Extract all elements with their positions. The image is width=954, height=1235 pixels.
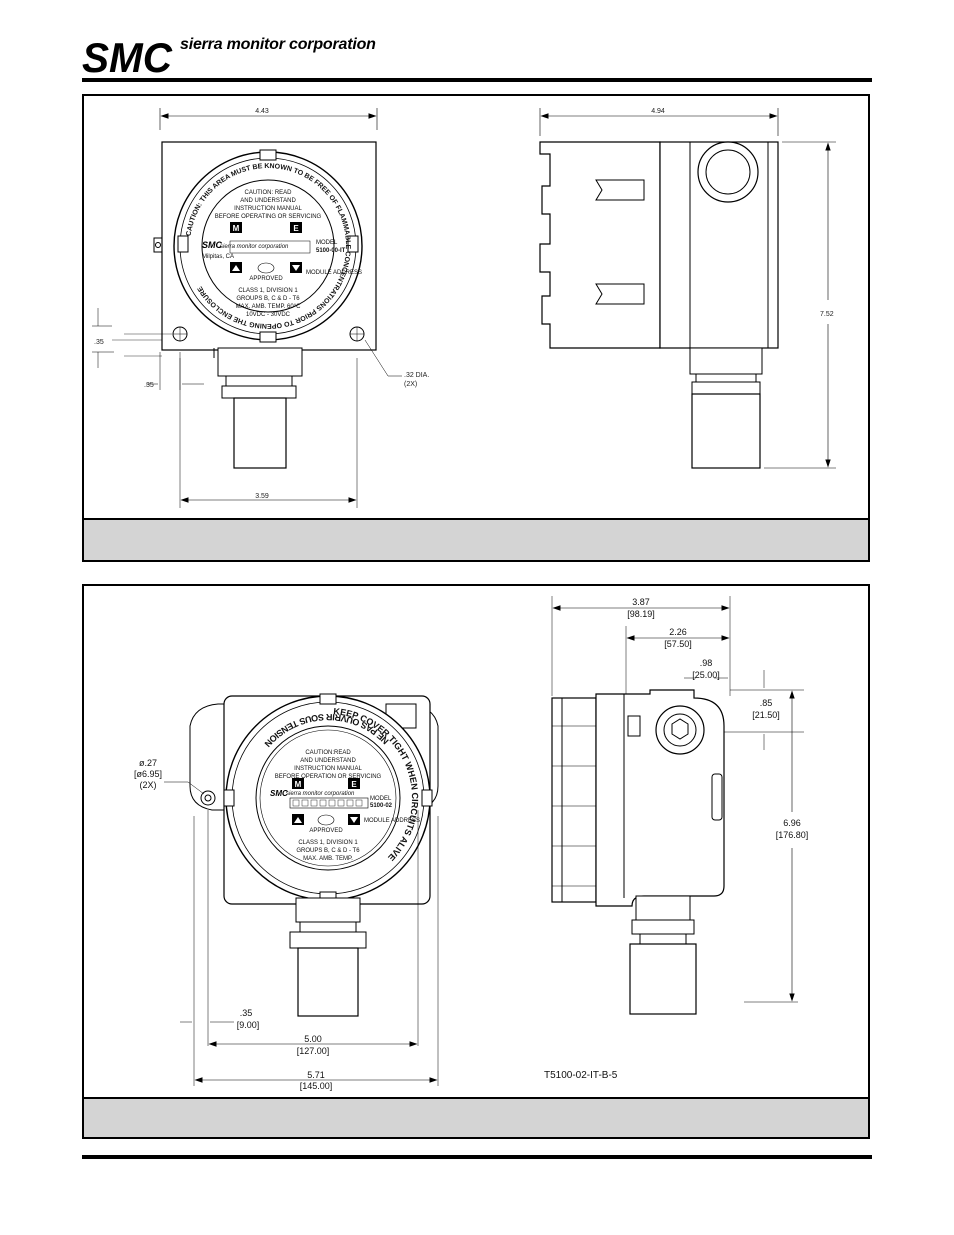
- btn-e-label: E: [293, 224, 299, 233]
- figure-1-caption-bar: [84, 518, 868, 560]
- f2-class-line-1: CLASS 1, DIVISION 1: [298, 840, 358, 846]
- dim-hole-count: (2X): [404, 381, 417, 388]
- f2-conduit-dia: .98: [700, 658, 713, 668]
- fm-approval-icon: [257, 262, 275, 274]
- cover-location: Milpitas, CA: [202, 254, 234, 260]
- figure-1-drawing: 4.43 3.59 .35 .35 .32 DIA. (2X) CAUTION:…: [92, 108, 836, 508]
- page-header: SMC sierra monitor corporation: [82, 36, 872, 80]
- btn-m-label: M: [233, 224, 240, 233]
- dim-front-hole-spacing: 3.59: [255, 493, 269, 500]
- smc-logo: SMC: [82, 38, 173, 76]
- f2-caution-line-2: AND UNDERSTAND: [300, 758, 356, 764]
- f2-overall-width-mm: [145.00]: [300, 1081, 333, 1091]
- f2-height: 6.96: [783, 818, 801, 828]
- figure-2-frame: NE PAS OUVRIR SOUS TENSION KEEP COVER TI…: [82, 584, 870, 1139]
- dim-side-width: 4.94: [651, 108, 665, 115]
- cover-approval: APPROVED: [249, 276, 283, 282]
- f2-height-mm: [176.80]: [776, 830, 809, 840]
- caution-line-2: AND UNDERSTAND: [240, 198, 296, 204]
- f2-conduit-offset-mm: [21.50]: [752, 710, 780, 720]
- class-line-2: GROUPS B, C & D - T6: [236, 296, 300, 302]
- f2-conduit-offset: .85: [760, 698, 773, 708]
- f2-caution-line-1: CAUTION:READ: [305, 750, 351, 756]
- class-line-3: MAX. AMB. TEMP. 60°C: [236, 304, 302, 310]
- company-name: sierra monitor corporation: [180, 36, 376, 53]
- f2-cover-display: [289, 797, 369, 809]
- dim-hole-offset-h: .35: [144, 382, 154, 389]
- cover-display: [229, 240, 311, 254]
- f2-hole-dia: ø.27: [139, 758, 157, 768]
- f2-class-line-3: MAX. AMB. TEMP.: [303, 856, 353, 862]
- f2-model-label: MODEL: [370, 796, 392, 802]
- f2-model-value: 5100-02: [370, 803, 393, 809]
- f2-offset: .35: [240, 1008, 253, 1018]
- f2-hole-count: (2X): [139, 780, 156, 790]
- footer-rule: [82, 1155, 872, 1159]
- figure-2-caption-bar: [84, 1097, 868, 1137]
- f2-hole-dia-mm: [ø6.95]: [134, 769, 162, 779]
- caution-line-1: CAUTION: READ: [244, 190, 292, 196]
- f2-depth-mm: [98.19]: [627, 609, 655, 619]
- caution-line-3: INSTRUCTION MANUAL: [234, 206, 302, 212]
- cover-model-label: MODEL: [316, 240, 338, 246]
- f2-offset1-mm: [57.50]: [664, 639, 692, 649]
- dim-hole-dia: .32 DIA.: [404, 372, 429, 379]
- dim-side-height: 7.52: [820, 311, 834, 318]
- cover-brand-text: sierra monitor corporation: [220, 244, 289, 250]
- dim-front-width: 4.43: [255, 108, 269, 115]
- cover-module-label: MODULE ADDRESS: [306, 270, 362, 276]
- dim-hole-offset-v: .35: [94, 339, 104, 346]
- f2-depth: 3.87: [632, 597, 650, 607]
- class-line-4: 10VDC - 30VDC: [246, 312, 291, 318]
- f2-offset1: 2.26: [669, 627, 687, 637]
- f2-btn-e-icon: [348, 778, 360, 789]
- f2-class-line-2: GROUPS B, C & D - T6: [296, 848, 360, 854]
- caution-line-4: BEFORE OPERATING OR SERVICING: [215, 214, 322, 220]
- f2-cover-brand-text: sierra monitor corporation: [286, 791, 355, 797]
- f2-caution-line-3: INSTRUCTION MANUAL: [294, 766, 362, 772]
- logo-text: SMC: [82, 38, 173, 76]
- cover-model-value: 5100-00-IT: [316, 248, 346, 254]
- f2-hole-spacing: 5.00: [304, 1034, 322, 1044]
- f2-caution-line-4: BEFORE OPERATION OR SERVICING: [275, 774, 382, 780]
- f2-cover-approval: APPROVED: [309, 828, 343, 834]
- figure-2-drawing: NE PAS OUVRIR SOUS TENSION KEEP COVER TI…: [134, 596, 809, 1091]
- f2-overall-width: 5.71: [307, 1070, 325, 1080]
- drawing-number: T5100-02-IT-B-5: [544, 1070, 618, 1081]
- cover-brand-logo: SMC: [202, 240, 223, 250]
- header-rule: [82, 78, 872, 82]
- f2-hole-spacing-mm: [127.00]: [297, 1046, 330, 1056]
- class-line-1: CLASS 1, DIVISION 1: [238, 288, 298, 294]
- f2-conduit-dia-mm: [25.00]: [692, 670, 720, 680]
- f2-btn-m-icon: [292, 778, 304, 789]
- btn-m-icon: [230, 222, 242, 233]
- f2-btn-e-label: E: [351, 780, 357, 789]
- f2-offset-mm: [9.00]: [237, 1020, 260, 1030]
- f2-cover-brand-logo: SMC: [270, 789, 288, 798]
- figure-1-frame: 4.43 3.59 .35 .35 .32 DIA. (2X) CAUTION:…: [82, 94, 870, 562]
- f2-fm-approval-icon: [317, 814, 335, 826]
- btn-e-icon: [290, 222, 302, 233]
- f2-module-label: MODULE ADDRESS: [364, 818, 420, 824]
- f2-btn-m-label: M: [295, 780, 302, 789]
